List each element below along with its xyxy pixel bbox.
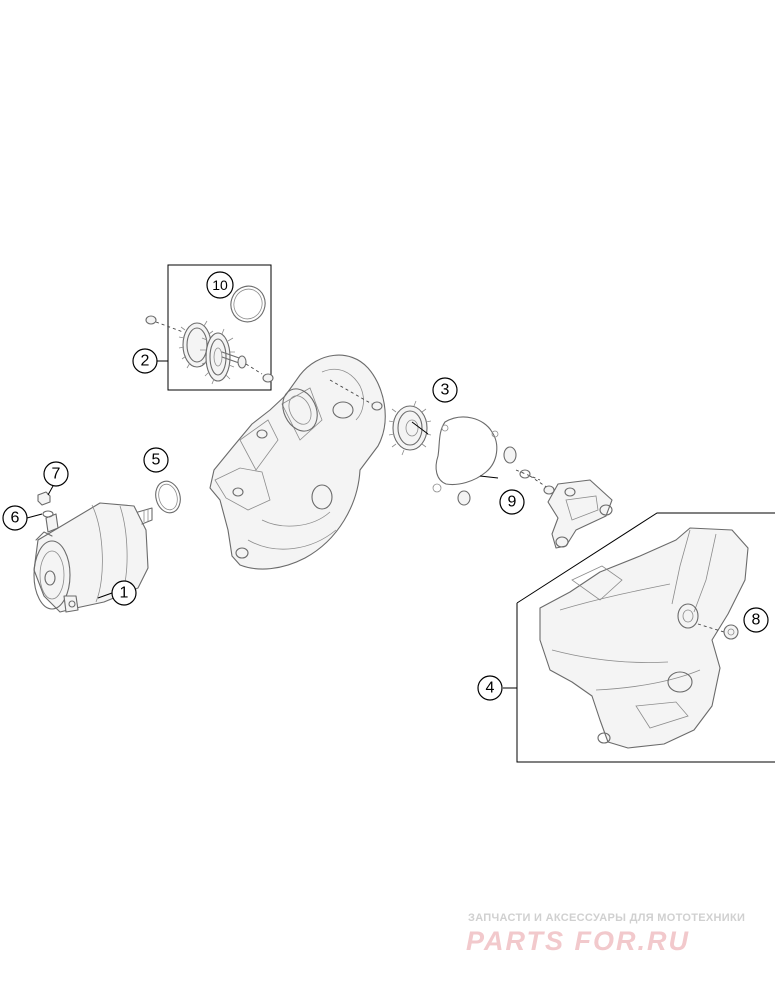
- svg-text:4: 4: [486, 680, 495, 697]
- callout-2: 2: [132, 348, 158, 374]
- callout-9: 9: [499, 489, 525, 515]
- callout-1: 1: [111, 580, 137, 606]
- group-box-starter-drive: [167, 264, 272, 391]
- svg-text:9: 9: [508, 494, 517, 511]
- svg-text:6: 6: [11, 510, 20, 527]
- watermark-tagline: ЗАПЧАСТИ И АКСЕССУАРЫ ДЛЯ МОТОТЕХНИКИ: [468, 912, 745, 924]
- callout-10: 10: [206, 271, 234, 299]
- watermark-brand: PARTS FOR.RU: [466, 926, 690, 956]
- o-ring-5: [155, 480, 181, 514]
- leader-lines: [26, 360, 517, 689]
- svg-text:2: 2: [141, 353, 150, 370]
- washer-6: [42, 510, 54, 518]
- starter-cover: [547, 479, 613, 549]
- ignition-cover-4: [539, 527, 749, 749]
- callout-3: 3: [432, 377, 458, 403]
- watermark: ЗАПЧАСТИ И АКСЕССУАРЫ ДЛЯ МОТОТЕХНИКИ PA…: [466, 912, 745, 956]
- svg-text:8: 8: [752, 612, 761, 629]
- svg-text:5: 5: [152, 452, 161, 469]
- starter-drive-gear-2: [145, 315, 274, 385]
- gasket: [432, 416, 499, 493]
- svg-text:7: 7: [52, 466, 61, 483]
- callout-6: 6: [2, 505, 28, 531]
- crankcase-cover: [209, 354, 386, 570]
- dowel-pins: [457, 446, 541, 506]
- svg-text:3: 3: [441, 382, 450, 399]
- washer-9: [519, 469, 555, 495]
- callout-8: 8: [743, 607, 769, 633]
- o-ring-10: [230, 285, 266, 323]
- group-box-ignition-cover: [516, 512, 775, 763]
- callout-7: 7: [43, 461, 69, 487]
- nut-7: [37, 491, 51, 506]
- callout-4: 4: [477, 675, 503, 701]
- svg-text:1: 1: [120, 585, 129, 602]
- callout-5: 5: [143, 447, 169, 473]
- washer-8: [697, 623, 739, 640]
- svg-text:10: 10: [212, 277, 228, 293]
- idler-gear-3: [388, 400, 432, 456]
